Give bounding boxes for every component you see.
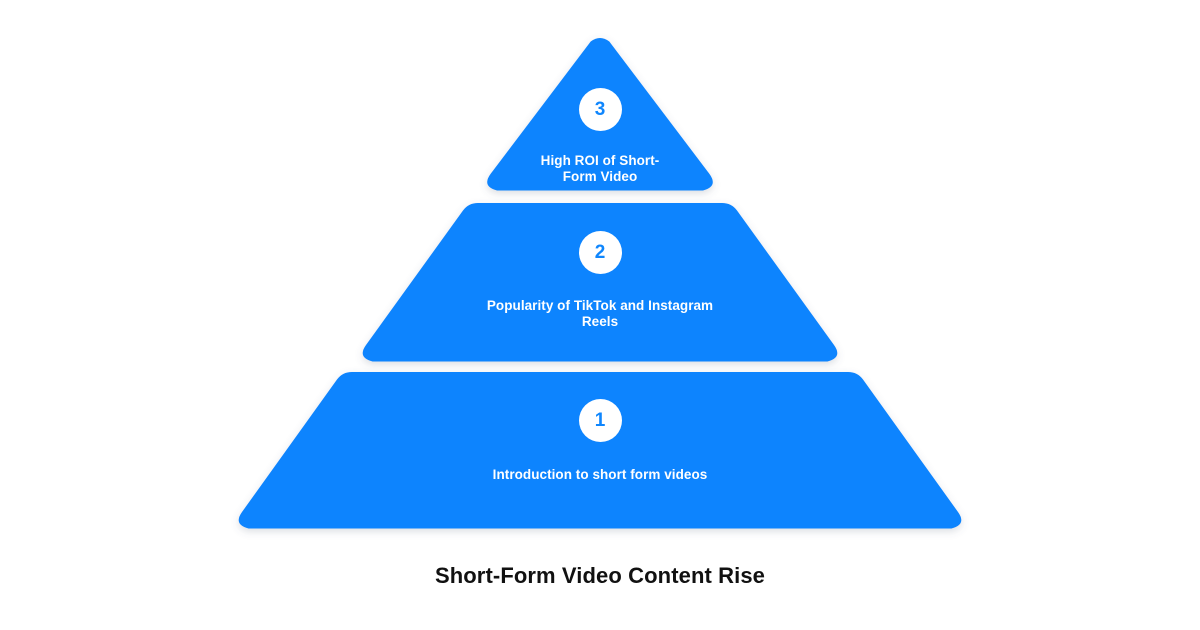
- pyramid-tier-3-shape[interactable]: [487, 38, 713, 191]
- pyramid-tier-2-shape[interactable]: [362, 203, 838, 362]
- pyramid-shapes: [238, 38, 962, 529]
- pyramid-tier-1-shape[interactable]: [238, 372, 962, 529]
- chart-title: Short-Form Video Content Rise: [434, 563, 766, 588]
- pyramid-stage: 3 High ROI of Short- Form Video 2 Popula…: [238, 38, 962, 529]
